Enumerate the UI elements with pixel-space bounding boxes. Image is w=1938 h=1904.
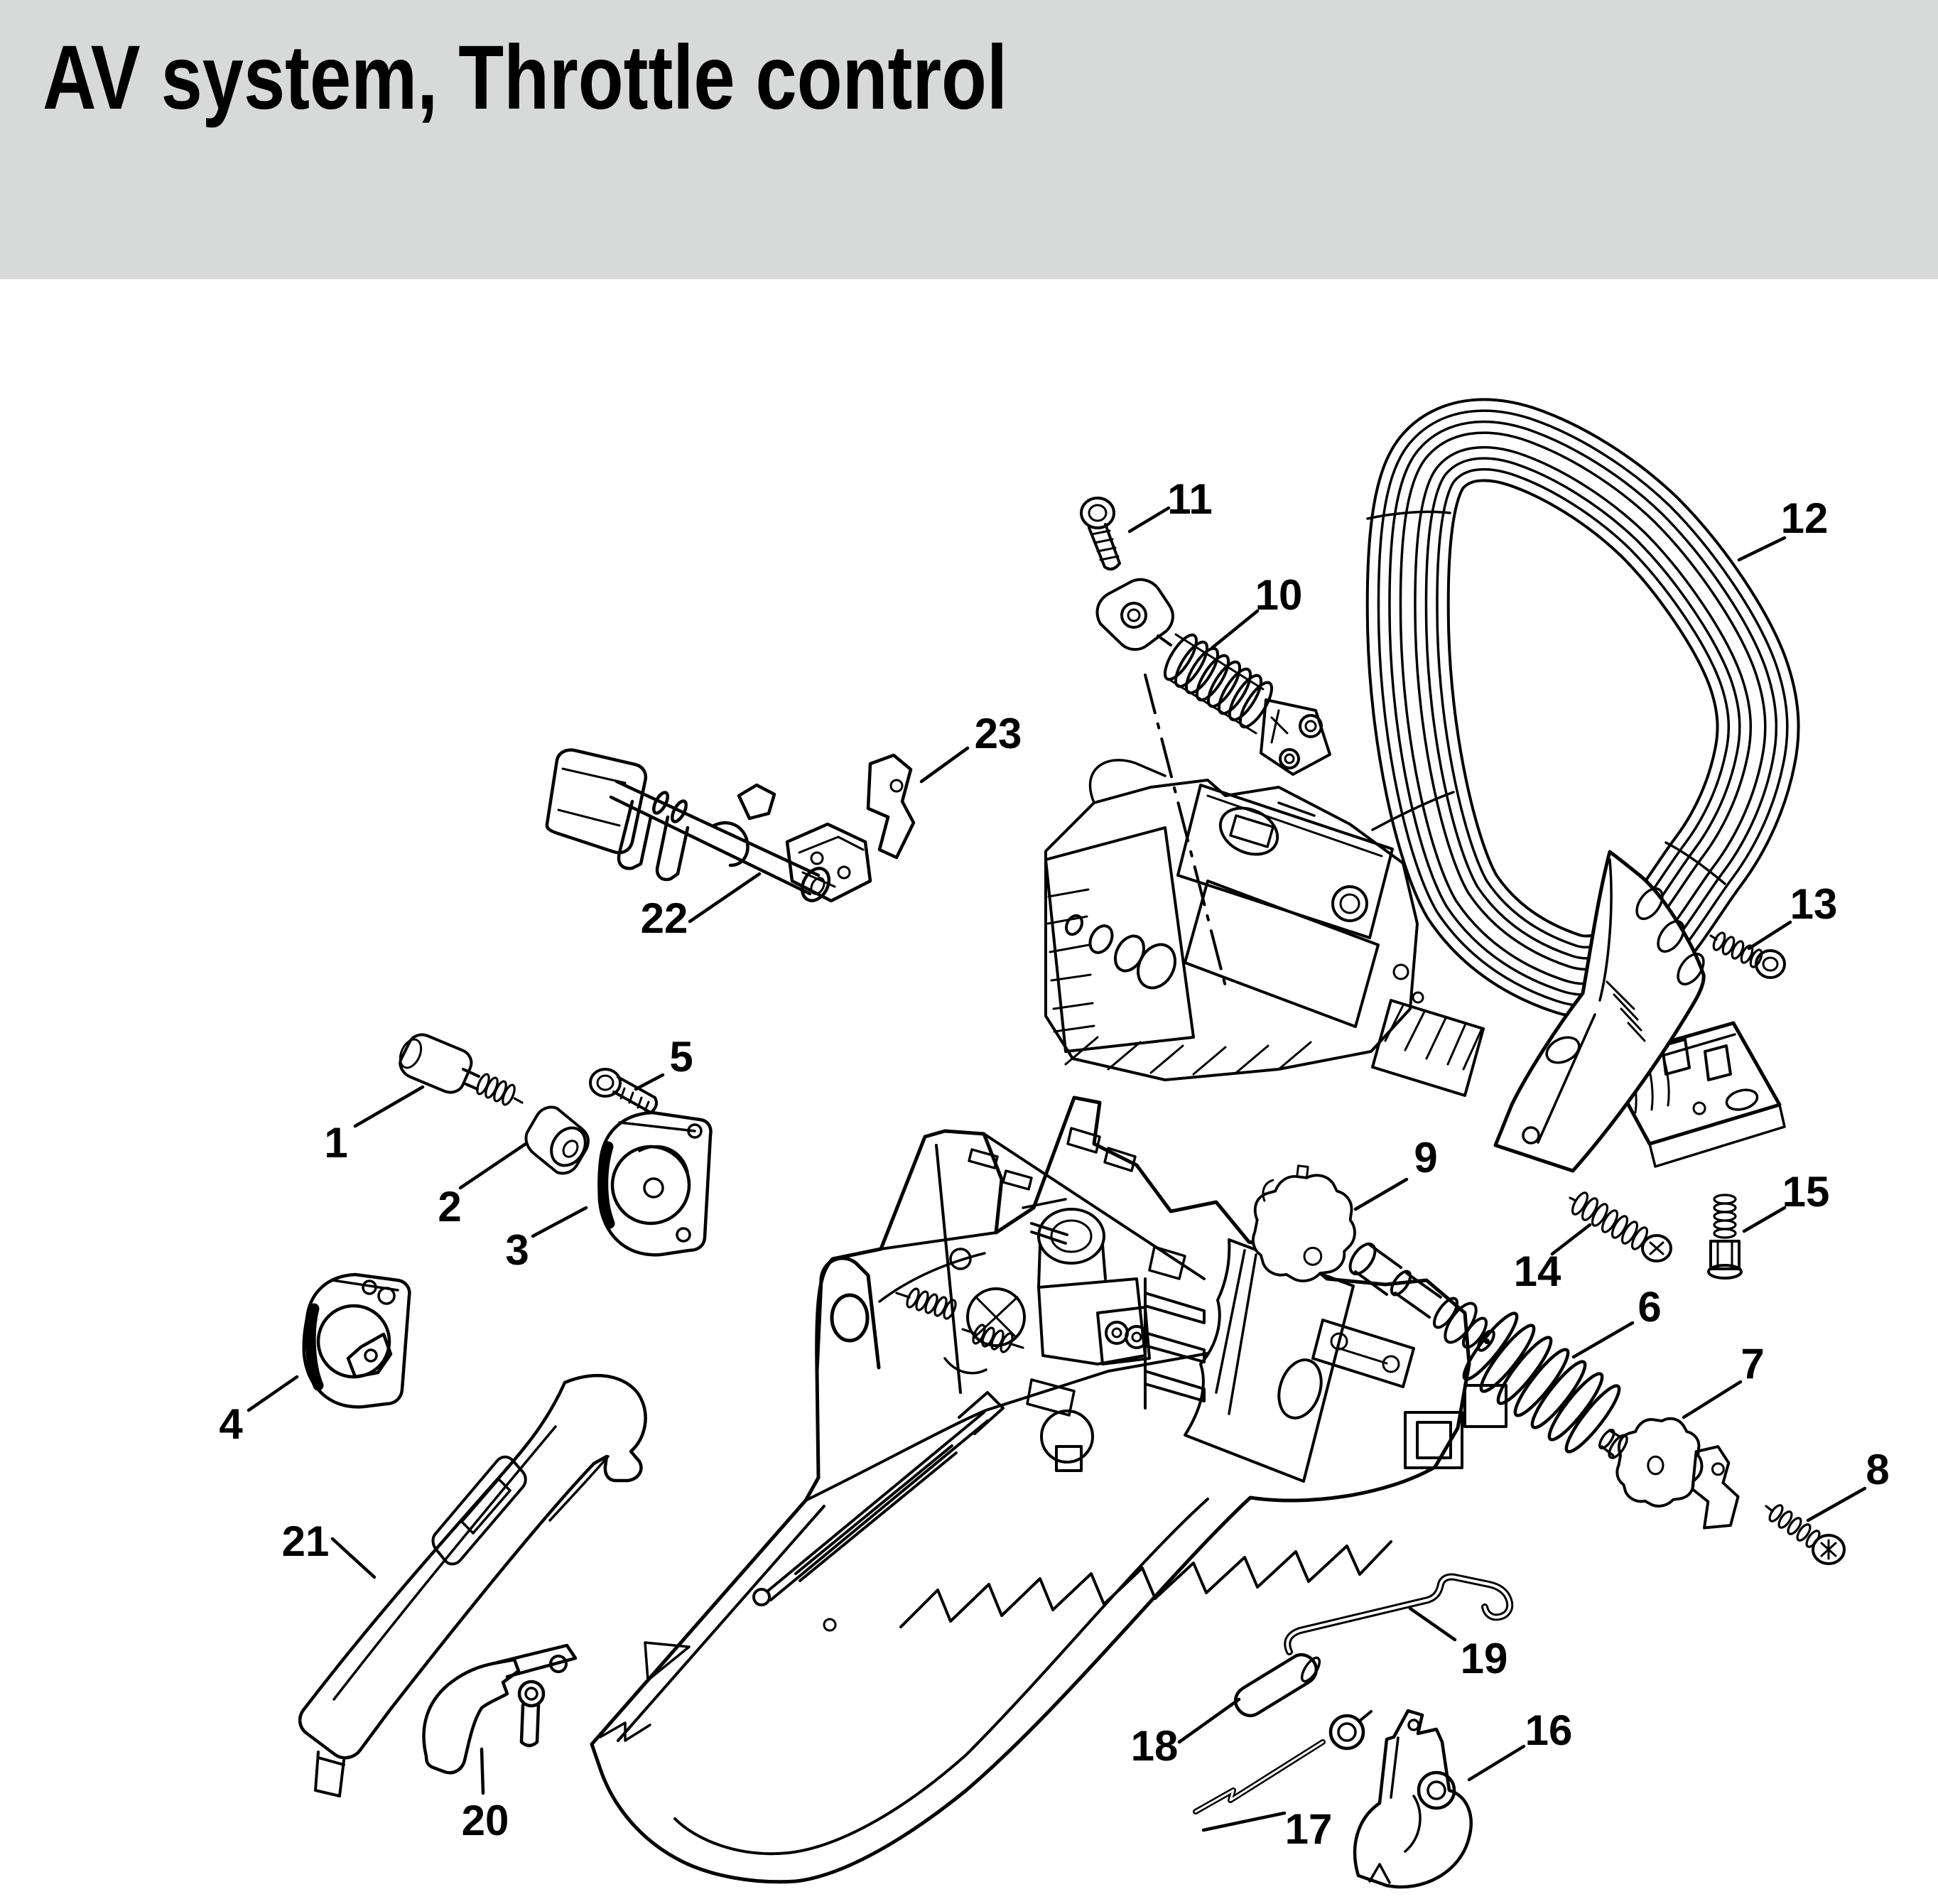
svg-text:2: 2 bbox=[438, 1183, 461, 1230]
svg-text:6: 6 bbox=[1637, 1283, 1661, 1331]
svg-text:21: 21 bbox=[282, 1518, 330, 1565]
svg-text:1: 1 bbox=[324, 1119, 347, 1167]
svg-text:13: 13 bbox=[1790, 880, 1838, 928]
svg-text:16: 16 bbox=[1525, 1706, 1573, 1754]
svg-text:23: 23 bbox=[975, 710, 1022, 757]
svg-text:AV system, Throttle control: AV system, Throttle control bbox=[43, 27, 1007, 129]
svg-text:8: 8 bbox=[1866, 1446, 1889, 1493]
svg-text:12: 12 bbox=[1781, 494, 1829, 542]
svg-text:7: 7 bbox=[1741, 1340, 1764, 1388]
svg-text:5: 5 bbox=[669, 1033, 693, 1081]
svg-text:14: 14 bbox=[1514, 1248, 1561, 1295]
svg-text:3: 3 bbox=[505, 1226, 529, 1274]
svg-text:15: 15 bbox=[1782, 1168, 1830, 1216]
svg-text:9: 9 bbox=[1414, 1134, 1437, 1181]
svg-text:20: 20 bbox=[462, 1797, 509, 1844]
svg-text:4: 4 bbox=[219, 1400, 243, 1448]
svg-text:22: 22 bbox=[641, 894, 688, 942]
svg-text:11: 11 bbox=[1167, 475, 1212, 523]
svg-text:18: 18 bbox=[1131, 1722, 1179, 1770]
svg-text:10: 10 bbox=[1255, 571, 1303, 619]
svg-text:17: 17 bbox=[1285, 1805, 1333, 1853]
svg-text:19: 19 bbox=[1461, 1635, 1508, 1682]
